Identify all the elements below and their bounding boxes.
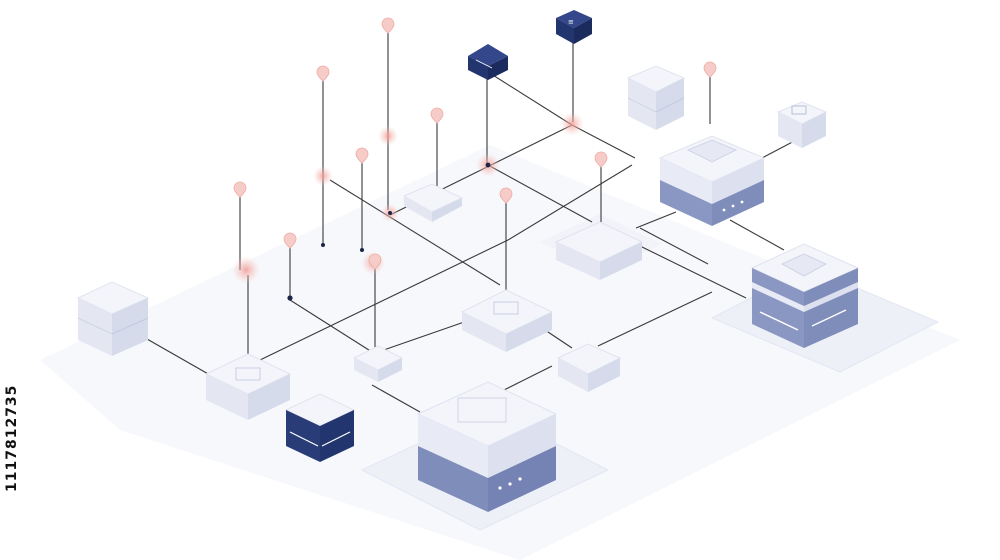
signal-pins [239, 32, 711, 372]
location-pin-icon [283, 232, 297, 249]
link-line [371, 384, 421, 413]
location-pin-icon [316, 65, 330, 82]
link-line [487, 164, 593, 223]
cube-left [76, 281, 150, 356]
location-pin-icon [233, 181, 247, 198]
junction-dot [287, 295, 293, 301]
link-line [507, 164, 633, 241]
navy-box-top-center [468, 44, 508, 80]
location-pin-icon [499, 187, 513, 204]
platform-back [40, 145, 960, 560]
link-line [487, 71, 573, 126]
tile-mid-right [554, 221, 644, 280]
servers [416, 135, 860, 512]
tile-center [460, 289, 554, 352]
network-tiles [204, 183, 644, 420]
glow [378, 126, 398, 146]
server-right-lower [750, 243, 860, 348]
svg-text:≡: ≡ [568, 18, 574, 26]
glow [313, 166, 333, 186]
location-pin-icon [368, 253, 382, 270]
cube-small-right [776, 101, 828, 148]
navy-devices: ≡ [284, 10, 592, 462]
location-pin-icon [381, 17, 395, 34]
link-line [377, 319, 471, 353]
junction-dot [388, 211, 392, 215]
cube-top-right [626, 65, 686, 130]
glow [560, 112, 584, 136]
server-right-upper [658, 135, 766, 226]
link-line [499, 365, 553, 393]
server-main [416, 381, 558, 512]
glow [232, 256, 260, 284]
link-line [139, 334, 211, 376]
location-pin-icon [430, 107, 444, 124]
junction-dot [485, 162, 491, 168]
storage-cubes [76, 65, 828, 356]
image-id-label: 1117812735 [4, 384, 20, 492]
tile-small-right [556, 343, 622, 392]
link-line [289, 299, 373, 353]
tile-left-lower [204, 353, 292, 420]
link-line [571, 124, 636, 159]
tile-top-center [402, 183, 464, 222]
navy-box-front-left [284, 393, 356, 462]
link-line [259, 239, 509, 361]
navy-box-top-right: ≡ [556, 10, 592, 44]
location-pin-icon [594, 151, 608, 168]
junction-dot [321, 243, 325, 247]
link-line [729, 219, 785, 251]
link-line [639, 227, 709, 265]
link-line [597, 291, 713, 347]
link-line [639, 245, 747, 299]
tile-small-center [352, 345, 404, 382]
junction-dot [360, 248, 364, 252]
location-pin-icon [355, 147, 369, 164]
location-pin-icon [703, 61, 717, 78]
pin-heads [233, 17, 717, 270]
link-line [329, 179, 501, 286]
link-line [635, 211, 677, 229]
